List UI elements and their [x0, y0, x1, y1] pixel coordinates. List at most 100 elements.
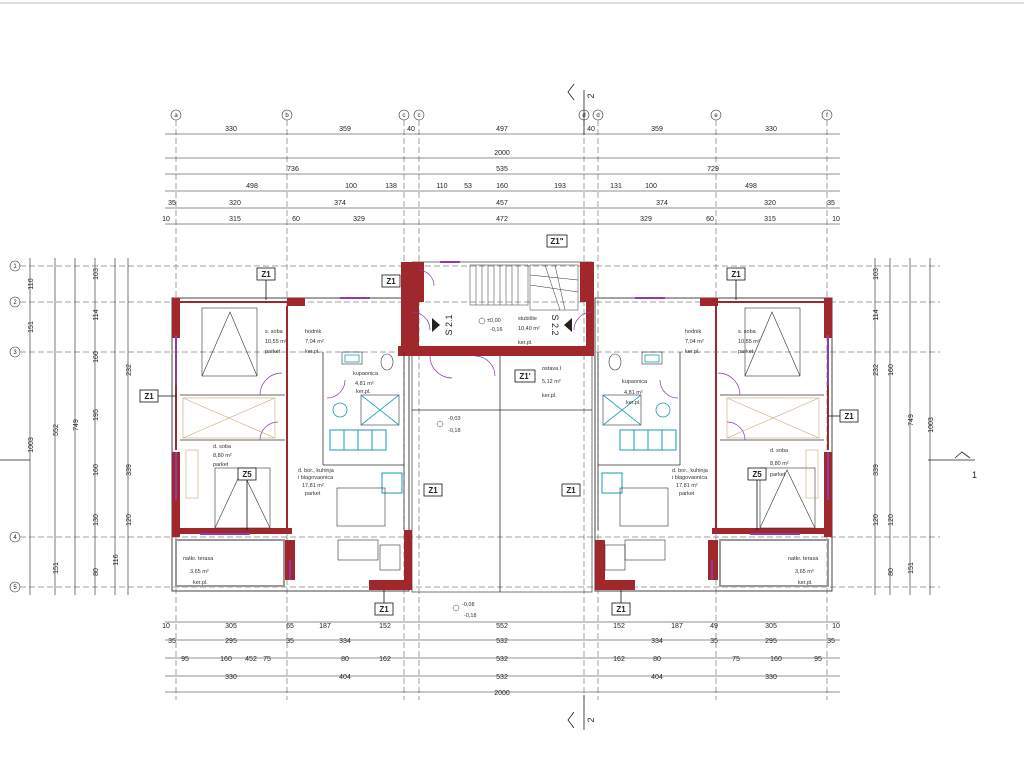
room-labels-left: d. bor., kuhinja i blagovaonica 17,81 m²…	[183, 329, 379, 586]
dim-label: 35	[168, 638, 176, 645]
dim-label: 552	[496, 623, 508, 630]
room-labels-right: d. bor., kuhinja i blagovaonica 17,81 m²…	[622, 329, 819, 586]
dim-label: 10	[832, 216, 840, 223]
dim-label: 160	[770, 656, 782, 663]
dim-label: 75	[263, 656, 271, 663]
stair-label: S 2.1	[444, 314, 454, 335]
room-label: ker.pl.	[542, 393, 557, 399]
dim-label: 187	[671, 623, 683, 630]
axis-label: 5	[13, 585, 17, 591]
room-label: d. soba	[213, 444, 232, 450]
dim-label: 160	[220, 656, 232, 663]
dim-label: 532	[496, 638, 508, 645]
room-label: parket	[679, 491, 695, 497]
room-label: s. soba	[265, 329, 284, 335]
room-label: d. bor., kuhinja	[672, 468, 709, 474]
dim-label: 457	[496, 200, 508, 207]
axis-label: 2	[13, 300, 17, 306]
room-label: 8,80 m²	[770, 461, 789, 467]
dim-label: 295	[765, 638, 777, 645]
axis-label: f	[826, 113, 828, 119]
tag-label: Z1'	[519, 372, 530, 381]
dim-label: 497	[496, 126, 508, 133]
dim-label: 315	[229, 216, 241, 223]
dim-label: 35	[168, 200, 176, 207]
dim-label: 65	[286, 623, 294, 630]
room-label: stubište	[518, 316, 537, 322]
dim-label: 295	[225, 638, 237, 645]
dim-label: 120	[873, 514, 880, 526]
dim-label: 320	[229, 200, 241, 207]
dim-label: 1003	[928, 417, 935, 433]
dim-label: 110	[436, 183, 447, 190]
room-label: 10,55 m²	[738, 339, 760, 345]
room-label: d. bor., kuhinja	[298, 468, 335, 474]
dim-label: 35	[827, 200, 835, 207]
dim-label: 49	[710, 623, 718, 630]
dim-label: 334	[339, 638, 351, 645]
room-label: i blagovaonica	[298, 475, 334, 481]
dim-label: 330	[765, 126, 777, 133]
staircase	[469, 264, 579, 311]
axis-label: a	[174, 113, 178, 119]
top-dimensions	[165, 133, 840, 225]
tag-labels: Z1 Z1 Z1" Z1 Z1 Z1 Z5 Z5 Z1 Z1 Z1' Z1 Z1	[144, 237, 854, 614]
dim-label: 232	[126, 364, 133, 376]
dim-label: 329	[353, 216, 365, 223]
dim-label: 187	[319, 623, 331, 630]
dim-label: 138	[385, 183, 397, 190]
column-axis-markers: a b c c d d e f	[170, 109, 833, 121]
dim-label: 160	[93, 464, 100, 476]
dim-label: 95	[814, 656, 822, 663]
dim-label: 498	[745, 183, 757, 190]
dim-label: 151	[28, 321, 35, 333]
right-dim-labels: 103 114 160 232 339 120 151 749 1003 120…	[873, 268, 935, 576]
dim-label: 2000	[494, 150, 510, 157]
dim-label: 60	[706, 216, 714, 223]
dim-label: 151	[53, 562, 60, 574]
tag-label: Z5	[752, 470, 762, 479]
room-label: ker.pl.	[685, 349, 700, 355]
dim-label: 120	[888, 514, 895, 526]
level-label: -0,03	[448, 416, 461, 422]
dim-label: 40	[407, 126, 415, 133]
axis-label: 1	[13, 264, 17, 270]
tag-label: Z1	[144, 392, 154, 401]
dim-label: 116	[113, 554, 120, 565]
furniture	[182, 307, 820, 529]
dim-label: 53	[464, 183, 472, 190]
section-label: 2	[586, 93, 596, 98]
dim-label: 374	[656, 200, 668, 207]
dim-label: 152	[379, 623, 391, 630]
level-label: -0,18	[448, 428, 461, 434]
tag-label: Z1	[844, 412, 854, 421]
axis-label: b	[285, 113, 289, 119]
dim-label: 1003	[28, 437, 35, 453]
axis-label: c	[418, 113, 421, 119]
room-label: 4,81 m²	[624, 390, 643, 396]
fixtures-right	[601, 351, 677, 571]
tag-label: Z1"	[550, 237, 563, 246]
level-label: ±0,00	[487, 318, 501, 324]
dim-label: 329	[640, 216, 652, 223]
row-axis-markers: 1 2 3 4 5	[9, 260, 21, 593]
room-label: ker.pl.	[798, 580, 813, 586]
tag-label: Z1	[731, 270, 741, 279]
room-label: parket	[305, 491, 321, 497]
tag-label: Z1	[261, 270, 271, 279]
dim-label: 114	[93, 309, 100, 320]
stair-label: S 2.2	[550, 314, 560, 335]
dim-label: 80	[888, 568, 895, 576]
dim-label: 339	[126, 464, 133, 476]
dim-label: 10	[162, 216, 170, 223]
dim-label: 80	[653, 656, 661, 663]
level-label: -0,18	[464, 613, 477, 619]
dim-label: 10	[832, 623, 840, 630]
room-label: d. soba	[770, 448, 789, 454]
room-label: 3,65 m²	[795, 569, 814, 575]
axis-label: c	[403, 113, 406, 119]
room-label: parket	[265, 349, 281, 355]
room-label: kupaonica	[353, 371, 379, 377]
dim-label: 162	[613, 656, 625, 663]
